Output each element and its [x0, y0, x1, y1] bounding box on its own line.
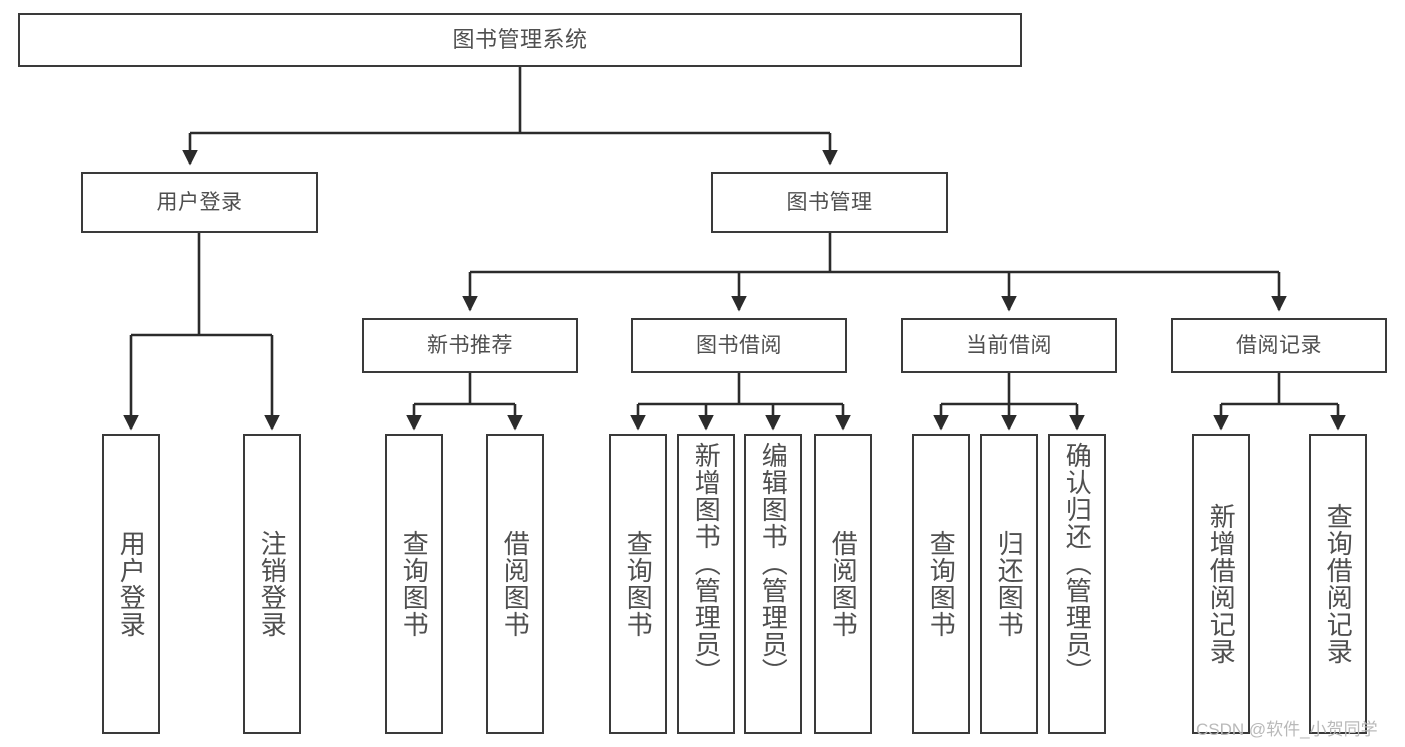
node-book-manage[interactable]: 图书管理 — [711, 172, 948, 233]
node-leaf-query-book-1[interactable]: 查询图书 — [385, 434, 443, 734]
node-leaf-add-record-label: 新增借阅记录 — [1206, 503, 1237, 665]
node-leaf-query-book-3-label: 查询图书 — [926, 530, 957, 638]
node-book-manage-label: 图书管理 — [786, 190, 873, 214]
node-leaf-add-record[interactable]: 新增借阅记录 — [1192, 434, 1250, 734]
node-new-book-recommend-label: 新书推荐 — [427, 333, 513, 357]
node-leaf-query-record-label: 查询借阅记录 — [1323, 503, 1354, 665]
node-leaf-add-book[interactable]: 新增图书（管理员） — [677, 434, 735, 734]
node-leaf-borrow-book-1-label: 借阅图书 — [500, 530, 531, 638]
node-leaf-query-record[interactable]: 查询借阅记录 — [1309, 434, 1367, 734]
node-leaf-query-book-3[interactable]: 查询图书 — [912, 434, 970, 734]
node-leaf-user-login[interactable]: 用户登录 — [102, 434, 160, 734]
node-new-book-recommend[interactable]: 新书推荐 — [362, 318, 578, 373]
node-current-borrow[interactable]: 当前借阅 — [901, 318, 1117, 373]
node-leaf-return-book[interactable]: 归还图书 — [980, 434, 1038, 734]
node-leaf-edit-book[interactable]: 编辑图书（管理员） — [744, 434, 802, 734]
node-root[interactable]: 图书管理系统 — [18, 13, 1022, 67]
node-book-borrow-label: 图书借阅 — [696, 333, 782, 357]
node-leaf-logout-label: 注销登录 — [257, 530, 288, 638]
node-leaf-query-book-2-label: 查询图书 — [623, 530, 654, 638]
node-leaf-add-book-label: 新增图书（管理员） — [691, 442, 722, 685]
node-user-login[interactable]: 用户登录 — [81, 172, 318, 233]
node-root-label: 图书管理系统 — [452, 26, 588, 52]
node-borrow-record-label: 借阅记录 — [1236, 333, 1322, 357]
node-leaf-borrow-book-1[interactable]: 借阅图书 — [486, 434, 544, 734]
node-book-borrow[interactable]: 图书借阅 — [631, 318, 847, 373]
node-current-borrow-label: 当前借阅 — [966, 333, 1052, 357]
node-leaf-query-book-2[interactable]: 查询图书 — [609, 434, 667, 734]
node-leaf-user-login-label: 用户登录 — [116, 530, 147, 638]
node-leaf-confirm-return-label: 确认归还（管理员） — [1062, 442, 1093, 685]
node-leaf-borrow-book-2-label: 借阅图书 — [828, 530, 859, 638]
node-leaf-borrow-book-2[interactable]: 借阅图书 — [814, 434, 872, 734]
node-leaf-confirm-return[interactable]: 确认归还（管理员） — [1048, 434, 1106, 734]
node-leaf-return-book-label: 归还图书 — [994, 530, 1025, 638]
node-leaf-edit-book-label: 编辑图书（管理员） — [758, 442, 789, 685]
node-borrow-record[interactable]: 借阅记录 — [1171, 318, 1387, 373]
node-leaf-query-book-1-label: 查询图书 — [399, 530, 430, 638]
node-leaf-logout[interactable]: 注销登录 — [243, 434, 301, 734]
node-user-login-label: 用户登录 — [156, 190, 243, 214]
watermark-text: CSDN @软件_小贺同学 — [1196, 720, 1378, 739]
